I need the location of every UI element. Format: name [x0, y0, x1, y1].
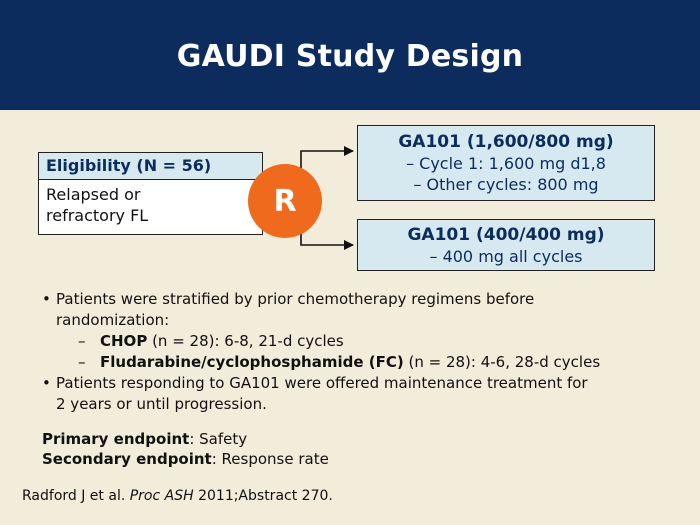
- sub-bullet-chop: – CHOP (n = 28): 6-8, 21-d cycles: [42, 331, 682, 352]
- title-bar: GAUDI Study Design: [0, 0, 700, 110]
- citation-details: 2011;Abstract 270.: [193, 488, 333, 504]
- secondary-endpoint-label: Secondary endpoint: [42, 450, 212, 468]
- bullet-stratification: • Patients were stratified by prior chem…: [42, 289, 682, 331]
- primary-endpoint-label: Primary endpoint: [42, 430, 190, 448]
- citation-authors: Radford J et al.: [22, 488, 130, 504]
- citation-journal: Proc ASH: [129, 488, 194, 504]
- eligibility-heading: Eligibility (N = 56): [39, 153, 262, 180]
- secondary-endpoint: Secondary endpoint: Response rate: [42, 449, 329, 469]
- eligibility-box: Eligibility (N = 56) Relapsed or refract…: [38, 152, 263, 235]
- endpoints: Primary endpoint: Safety Secondary endpo…: [42, 429, 329, 469]
- arm-1-line-1: – Cycle 1: 1,600 mg d1,8: [406, 154, 606, 173]
- citation: Radford J et al. Proc ASH 2011;Abstract …: [22, 487, 333, 505]
- primary-endpoint-value: : Safety: [189, 430, 248, 448]
- bullet-2-line-1: Patients responding to GA101 were offere…: [56, 374, 588, 392]
- primary-endpoint: Primary endpoint: Safety: [42, 429, 329, 449]
- bullet-2-line-2: 2 years or until progression.: [56, 395, 267, 413]
- regimen-name: CHOP: [100, 332, 148, 350]
- sub-bullet-dash: –: [78, 353, 86, 371]
- page-title: GAUDI Study Design: [176, 38, 524, 74]
- bullet-maintenance: • Patients responding to GA101 were offe…: [42, 373, 682, 415]
- arm-box-2: GA101 (400/400 mg) – 400 mg all cycles: [357, 219, 655, 271]
- sub-bullet-fc: – Fludarabine/cyclophosphamide (FC) (n =…: [42, 352, 682, 373]
- bullet-1-line-1: Patients were stratified by prior chemot…: [56, 290, 535, 308]
- regimen-name: Fludarabine/cyclophosphamide (FC): [100, 353, 404, 371]
- regimen-detail: (n = 28): 6-8, 21-d cycles: [147, 332, 344, 350]
- connector-to-arm-2: [300, 230, 354, 250]
- eligibility-line-2: refractory FL: [46, 206, 149, 225]
- randomization-circle: R: [248, 164, 322, 238]
- arm-2-title: GA101 (400/400 mg): [407, 225, 605, 245]
- bullet-dot: •: [42, 290, 51, 308]
- arm-1-line-2: – Other cycles: 800 mg: [413, 175, 599, 194]
- arm-2-line-1: – 400 mg all cycles: [429, 247, 583, 266]
- bullet-dot: •: [42, 374, 51, 392]
- connector-to-arm-1: [300, 146, 354, 172]
- eligibility-line-1: Relapsed or: [46, 185, 141, 204]
- sub-bullet-dash: –: [78, 332, 86, 350]
- eligibility-criteria: Relapsed or refractory FL: [39, 180, 262, 226]
- secondary-endpoint-value: : Response rate: [211, 450, 329, 468]
- arm-box-1: GA101 (1,600/800 mg) – Cycle 1: 1,600 mg…: [357, 125, 655, 201]
- regimen-detail: (n = 28): 4-6, 28-d cycles: [403, 353, 601, 371]
- bullet-list: • Patients were stratified by prior chem…: [42, 289, 682, 415]
- bullet-1-line-2: randomization:: [56, 311, 170, 329]
- arm-1-title: GA101 (1,600/800 mg): [398, 132, 614, 152]
